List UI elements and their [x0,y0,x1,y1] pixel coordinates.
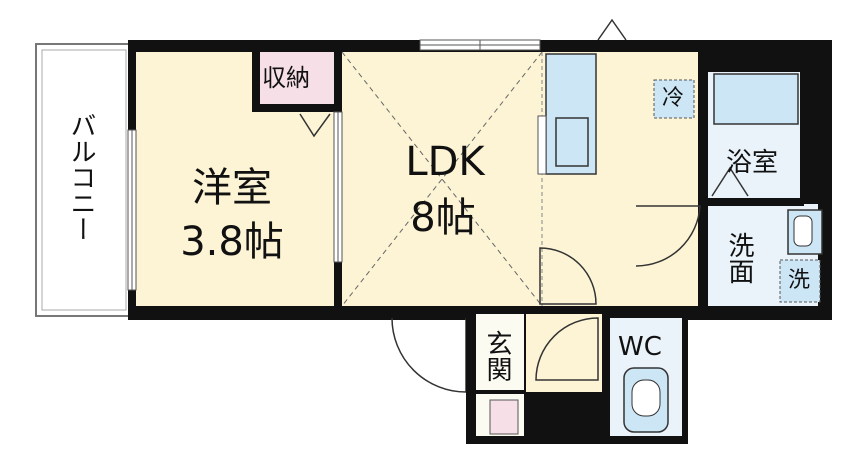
fridge-space [653,79,695,119]
shoe-box [489,399,519,435]
entrance-left-wall [466,312,476,444]
washer-space [779,259,821,303]
hall-door-swing [539,247,597,305]
entrance-right-wall [524,392,602,444]
balcony-inner-line [41,49,127,311]
bath-right-wall [800,52,832,202]
western-room-name: 洋室 [192,165,272,211]
storage-label: 収納 [262,64,310,92]
storage-wall [252,52,260,110]
ldk-size: 8帖 [410,195,476,241]
entrance-step [476,390,526,394]
balcony-area [35,43,133,317]
bath-door [711,166,749,197]
front-door-swing [391,317,467,393]
kitchen-counter-edge [537,115,547,175]
washroom-label: 洗面 [724,232,754,284]
washer-label: 洗 [788,268,811,293]
western-room-size: 3.8帖 [180,219,284,265]
balcony-label: バルコニー [66,112,96,242]
storage-floor [260,52,336,110]
fridge-label: 冷 [662,86,685,111]
kitchen-sink [555,117,589,167]
hall-floor [526,314,602,394]
wash-basin-bowl [793,215,813,247]
ldk-door-swing [635,205,701,267]
kitchen-right-wall [698,52,708,306]
kitchen-top-door [597,18,627,41]
bath-washroom-wall [704,198,804,206]
toilet-seat [631,379,661,417]
entrance-door-swing [535,317,599,381]
storage-wall-bottom [252,104,338,112]
storage-door-swing [299,113,331,138]
bathtub [713,73,799,125]
toilet-label: WC [618,332,662,362]
bath-label: 浴室 [726,148,779,178]
ldk-name: LDK [405,139,485,185]
entrance-label: 玄関 [482,330,512,382]
